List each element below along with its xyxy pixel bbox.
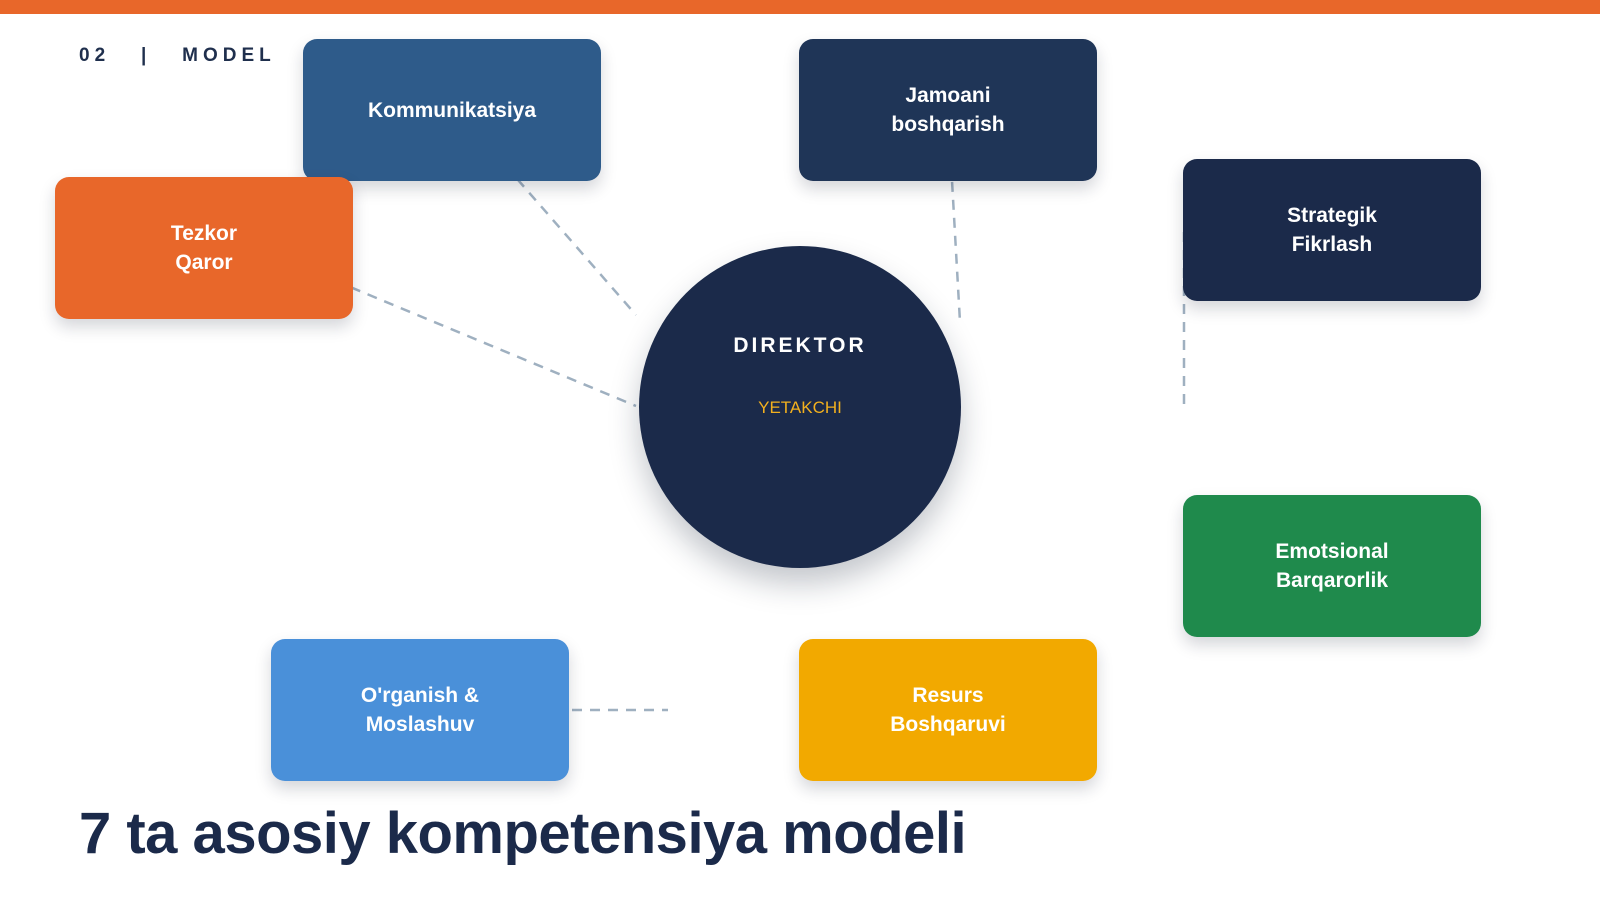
card-tezkor-qaror: Tezkor Qaror: [55, 177, 353, 319]
card-label: O'rganish & Moslashuv: [361, 681, 479, 739]
card-strategik-fikrlash: Strategik Fikrlash: [1183, 159, 1481, 301]
card-label-line: Resurs: [912, 684, 984, 707]
hub-title: DIREKTOR: [733, 334, 867, 357]
main-title: 7 ta asosiy kompetensiya modeli: [79, 801, 967, 866]
card-label: Jamoani boshqarish: [891, 81, 1004, 139]
card-label-line: Emotsional: [1275, 540, 1389, 563]
director-hub: DIREKTOR YETAKCHI: [639, 246, 961, 568]
card-label-line: O'rganish &: [360, 684, 480, 707]
card-label: Strategik Fikrlash: [1287, 201, 1377, 259]
section-label: 02 | MODEL: [79, 45, 276, 66]
card-label: Emotsional Barqarorlik: [1275, 537, 1388, 595]
card-label-line: Boshqaruvi: [890, 713, 1006, 736]
card-label: Kommunikatsiya: [368, 96, 536, 125]
card-label-line: Tezkor: [170, 222, 238, 245]
card-label: Resurs Boshqaruvi: [890, 681, 1006, 739]
card-label-line: Jamoani: [905, 84, 991, 107]
card-label-line: boshqarish: [891, 113, 1005, 136]
hub-subtitle: YETAKCHI: [758, 398, 842, 417]
card-label-line: Strategik: [1287, 204, 1377, 227]
card-label-line: Fikrlash: [1291, 233, 1373, 256]
card-jamoani-boshqarish: Jamoani boshqarish: [799, 39, 1097, 181]
card-label-line: Barqarorlik: [1275, 569, 1389, 592]
card-organish-moslashuv: O'rganish & Moslashuv: [271, 639, 569, 781]
card-label-line: Qaror: [175, 251, 233, 274]
top-accent-bar: [0, 0, 1600, 14]
card-label-line: Moslashuv: [365, 713, 475, 736]
card-label: Tezkor Qaror: [171, 219, 237, 277]
card-kommunikatsiya: Kommunikatsiya: [303, 39, 601, 181]
card-label-line: Kommunikatsiya: [367, 98, 537, 122]
card-resurs-boshqaruvi: Resurs Boshqaruvi: [799, 639, 1097, 781]
card-emotsional-barqarorlik: Emotsional Barqarorlik: [1183, 495, 1481, 637]
